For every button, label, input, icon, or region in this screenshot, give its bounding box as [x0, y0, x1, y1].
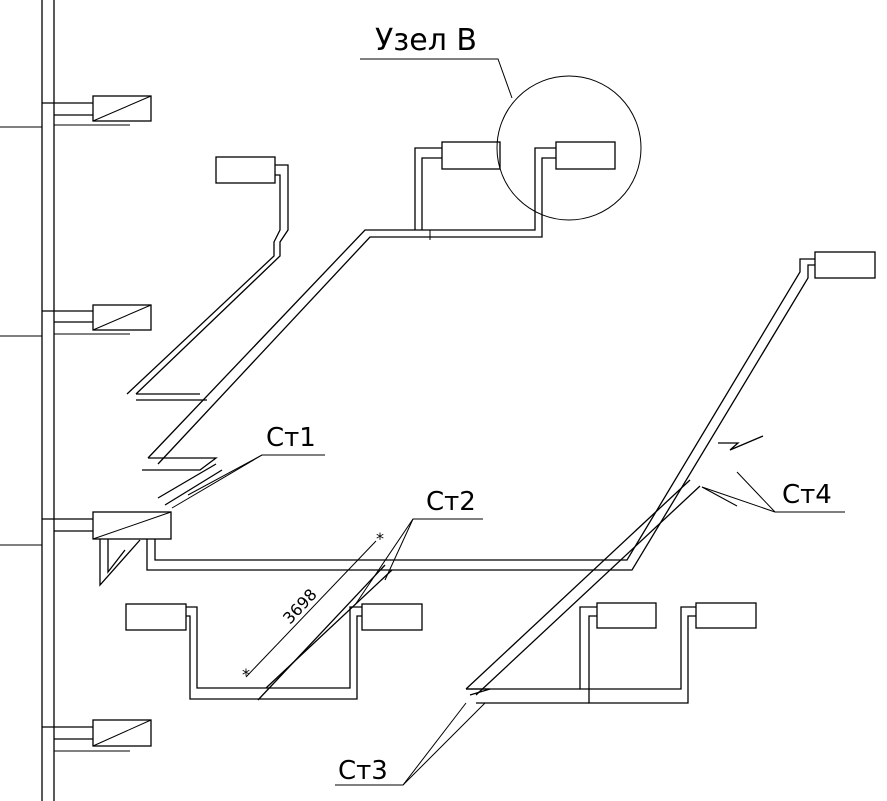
- radiator-lower-left-b: [361, 603, 423, 631]
- riser-branch-1: [0, 95, 152, 128]
- st2-callout: Ст2: [354, 487, 483, 606]
- st4-callout: Ст4: [701, 471, 845, 513]
- radiator-lower-right-b: [695, 602, 757, 629]
- main-riser: [41, 0, 55, 801]
- radiator-upper-left: [215, 156, 276, 184]
- radiator-st4-top: [814, 251, 876, 279]
- lower-left-loop: * * 3698: [125, 529, 423, 701]
- radiator-node-b-left: [441, 141, 501, 170]
- dim-mark-top: *: [376, 529, 384, 548]
- st4-label: Ст4: [782, 480, 832, 510]
- node-b-label: Узел В: [375, 23, 477, 58]
- upper-left-branch: [126, 156, 289, 401]
- st3-label: Ст3: [338, 756, 388, 786]
- st3-callout: Ст3: [335, 702, 486, 786]
- node-b-circle: [496, 75, 642, 221]
- st1-callout: Ст1: [171, 423, 325, 509]
- dim-mark-bottom: *: [242, 665, 250, 684]
- riser-branch-3: [0, 511, 172, 587]
- radiator-lower-right-a: [596, 602, 657, 629]
- lower-main-line: [146, 251, 876, 571]
- riser-branch-2: [0, 304, 152, 337]
- st2-label: Ст2: [426, 487, 476, 517]
- st1-label: Ст1: [266, 423, 316, 453]
- riser-branch-4: [42, 719, 152, 752]
- node-b-callout: Узел В: [360, 23, 642, 221]
- radiator-lower-left-a: [125, 603, 187, 631]
- upper-distribution-loop: [142, 141, 616, 506]
- lower-right-loop: [465, 479, 757, 704]
- radiator-node-b-right: [555, 141, 616, 170]
